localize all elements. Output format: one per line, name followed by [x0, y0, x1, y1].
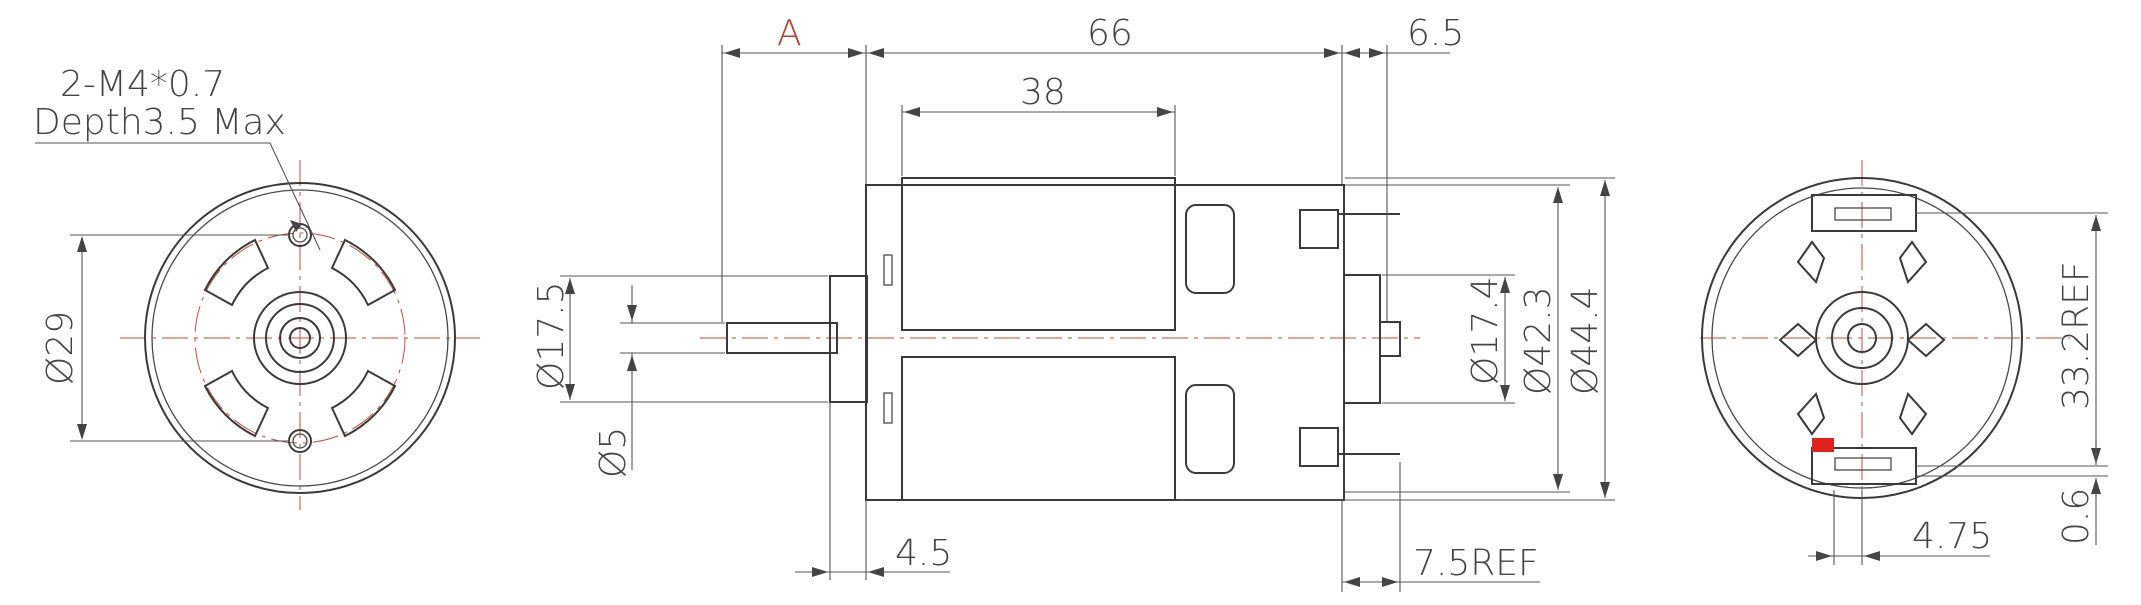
- side-d42-3-label: Ø42.3: [1518, 287, 1559, 396]
- side-front-boss: [829, 275, 868, 403]
- rear-boss-inner: [1831, 307, 1893, 369]
- rear-outer-rim: [1711, 187, 2013, 489]
- rear-vent-5: [1796, 392, 1826, 436]
- side-terminal-lower: [1299, 427, 1339, 467]
- side-a-label: A: [777, 13, 802, 54]
- side-d5-label: Ø5: [593, 427, 634, 478]
- front-slot-lower-left: [203, 369, 270, 438]
- side-d44-4-label: Ø44.4: [1565, 287, 1606, 396]
- front-outer-circle: [144, 182, 456, 494]
- rear-4-75-label: 4.75: [1912, 516, 1992, 557]
- front-bolt-circle: [194, 232, 406, 444]
- side-vent-lower: [1185, 384, 1235, 474]
- rear-0-6-label: 0.6: [2056, 488, 2097, 545]
- side-front-shaft: [726, 322, 838, 354]
- front-slot-lower-right: [330, 369, 397, 438]
- front-thread-note-line1: 2-M4*0.7: [60, 64, 225, 105]
- side-6-5-label: 6.5: [1407, 13, 1464, 54]
- side-vent-upper: [1185, 204, 1235, 294]
- side-4-5-label: 4.5: [895, 533, 952, 574]
- front-outer-rim: [151, 189, 449, 487]
- side-d17-4-label: Ø17.4: [1465, 277, 1506, 386]
- rear-terminal-top: [1811, 194, 1917, 232]
- front-thread-note-line2: Depth3.5 Max: [33, 102, 286, 143]
- front-dia-label: Ø29: [40, 311, 81, 385]
- rear-terminal-bottom: [1811, 447, 1917, 485]
- side-magnet-upper: [901, 177, 1176, 331]
- side-terminal-upper: [1299, 209, 1339, 249]
- side-rear-shaft: [1379, 321, 1401, 357]
- front-shaft-outer: [279, 317, 321, 359]
- front-boss-inner: [265, 303, 335, 373]
- front-shaft: [289, 327, 311, 349]
- rear-view: 33.2REF 0.6 4.75: [1700, 160, 2108, 565]
- side-magnet-lower: [901, 356, 1176, 501]
- rear-shaft: [1847, 323, 1877, 353]
- rear-vent-6: [1898, 392, 1928, 436]
- side-38-label: 38: [1020, 72, 1066, 113]
- front-slot-upper-right: [330, 238, 397, 307]
- rear-vent-4: [1906, 322, 1946, 358]
- front-note-leader: [35, 142, 321, 251]
- rear-polarity-mark: [1812, 438, 1834, 452]
- front-boss-outer: [253, 291, 347, 385]
- rear-33-2ref-label: 33.2REF: [2056, 261, 2097, 410]
- rear-vent-1: [1796, 240, 1826, 284]
- side-rear-boss: [1343, 274, 1381, 404]
- side-66-label: 66: [1087, 13, 1133, 54]
- front-slot-upper-left: [203, 238, 270, 307]
- side-d17-5-label: Ø17.5: [531, 282, 572, 391]
- side-housing: [865, 184, 1345, 501]
- front-view: 2-M4*0.7 Depth3.5 Max Ø29: [33, 64, 480, 510]
- rear-vent-2: [1898, 240, 1928, 284]
- side-7-5ref-label: 7.5REF: [1413, 543, 1539, 584]
- rear-boss-outer: [1815, 291, 1909, 385]
- side-view: A 66 6.5 38 Ø17.5 Ø5 Ø17.4: [531, 13, 1615, 592]
- rear-vent-3: [1778, 322, 1818, 358]
